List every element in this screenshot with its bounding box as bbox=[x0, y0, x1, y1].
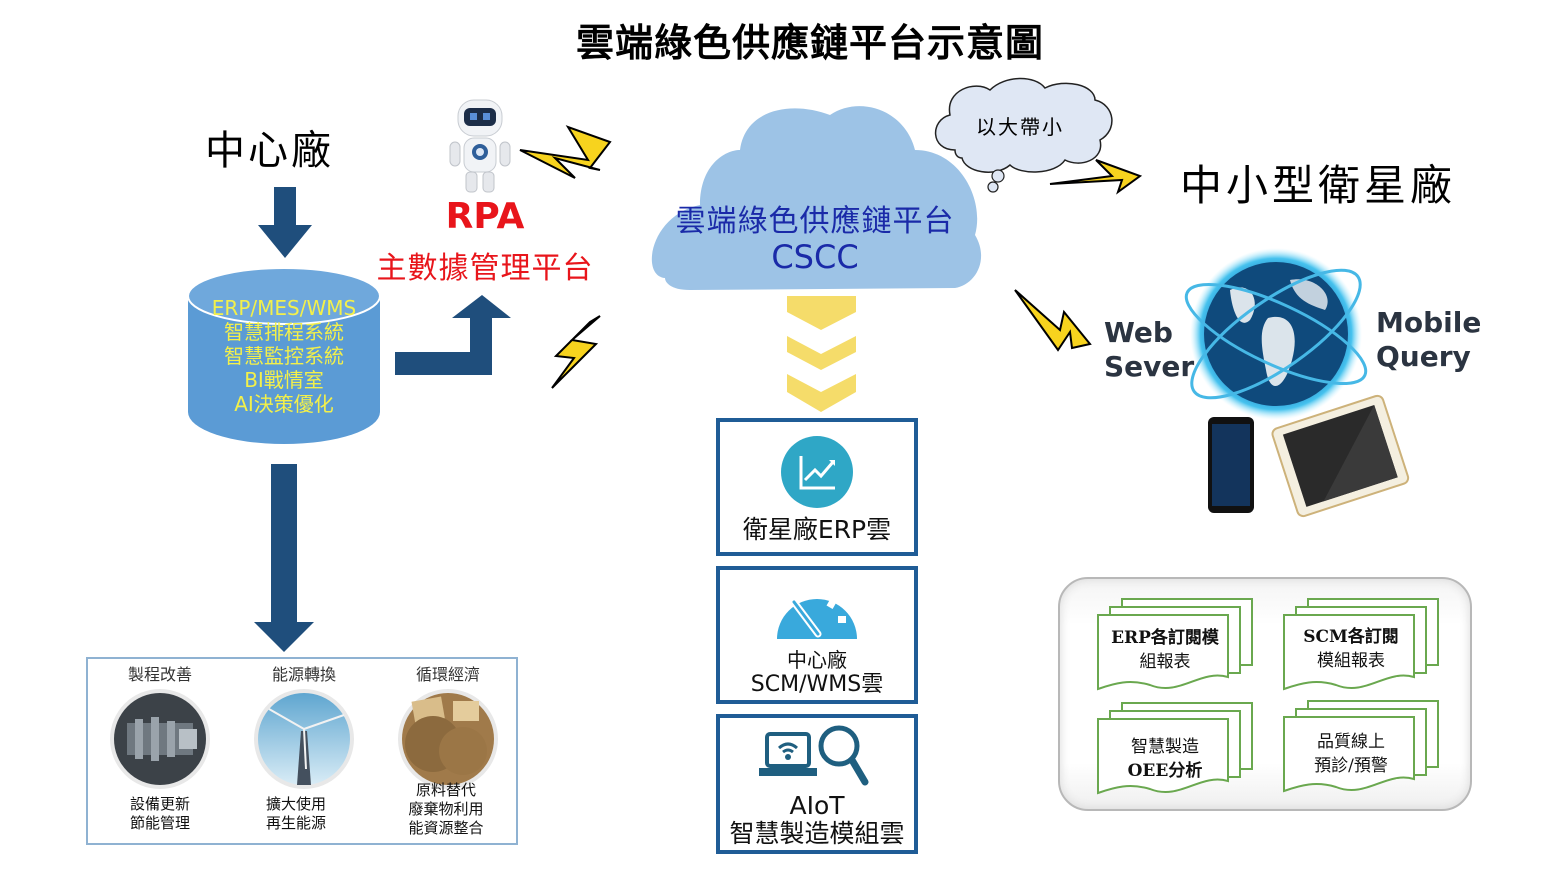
central-factory-label: 中心廠 bbox=[205, 128, 334, 174]
initiative-description: 擴大使用 再生能源 bbox=[224, 795, 368, 833]
database-line: 智慧監控系統 bbox=[224, 344, 344, 368]
robot-icon bbox=[449, 99, 511, 193]
arrow-down-icon bbox=[258, 187, 312, 258]
module-label: 智慧製造模組雲 bbox=[729, 819, 905, 848]
web-server-label: Web Sever bbox=[1104, 316, 1194, 384]
web-label-line: Sever bbox=[1104, 350, 1195, 383]
report-line: ERP各訂閱模 bbox=[1111, 628, 1219, 648]
report-line: 組報表 bbox=[1139, 652, 1191, 672]
mobile-label-line: Mobile bbox=[1376, 306, 1482, 339]
report-documents bbox=[1097, 598, 1439, 794]
module-label: SCM/WMS雲 bbox=[750, 672, 884, 697]
cloud-shape bbox=[651, 106, 982, 290]
satellite-factory-label: 中小型衛星廠 bbox=[1180, 161, 1457, 210]
report-erp: ERP各訂閱模 組報表 bbox=[1090, 626, 1240, 674]
report-line: SCM各訂閱 bbox=[1303, 627, 1399, 647]
rpa-title: RPA bbox=[445, 196, 525, 237]
thought-bubble bbox=[934, 77, 1113, 193]
description-line: 節能管理 bbox=[129, 814, 190, 832]
chevron-down-icon bbox=[787, 296, 856, 412]
lightning-icon bbox=[551, 315, 601, 389]
lightning-icon bbox=[1014, 289, 1092, 352]
database-line: BI戰情室 bbox=[244, 368, 324, 392]
cloud-platform-name: 雲端綠色供應鏈平台 bbox=[675, 204, 955, 239]
initiative-description: 設備更新 節能管理 bbox=[88, 795, 232, 833]
database-cylinder bbox=[187, 267, 381, 444]
thought-bubble-text: 以大帶小 bbox=[976, 115, 1064, 139]
initiative-heading: 循環經濟 bbox=[415, 665, 480, 684]
reports-panel: ERP各訂閱模 組報表 SCM各訂閱 模組報表 智慧製造 OEE分析 品質線上 … bbox=[1058, 577, 1472, 811]
cloud-platform-code: CSCC bbox=[771, 238, 859, 276]
initiative-energy-transition: 能源轉換 bbox=[232, 659, 376, 793]
arrow-down-long-icon bbox=[254, 464, 314, 652]
report-line: 模組報表 bbox=[1317, 651, 1385, 671]
database-systems-list: ERP/MES/WMS 智慧排程系統 智慧監控系統 BI戰情室 AI決策優化 bbox=[188, 296, 380, 416]
diagram-title: 雲端綠色供應鏈平台示意圖 bbox=[575, 21, 1044, 65]
report-line: 智慧製造 bbox=[1131, 737, 1199, 757]
module-label: AIoT bbox=[789, 791, 845, 820]
globe-icon bbox=[1184, 248, 1368, 420]
module-label: 衛星廠ERP雲 bbox=[742, 515, 892, 544]
module-label: 中心廠 bbox=[787, 648, 847, 672]
description-line: 再生能源 bbox=[265, 814, 326, 832]
module-central-scm-wms-cloud: 中心廠 SCM/WMS雲 bbox=[716, 566, 918, 704]
document-stack-icon bbox=[1097, 598, 1253, 691]
lightning-icon bbox=[1049, 159, 1143, 195]
gauge-icon bbox=[777, 598, 857, 639]
chart-trend-icon bbox=[781, 436, 853, 508]
wind-turbine-image bbox=[254, 689, 354, 789]
laptop-search-icon bbox=[759, 725, 869, 786]
initiative-heading: 製程改善 bbox=[127, 665, 192, 684]
turbine-image bbox=[110, 689, 210, 789]
module-satellite-erp-cloud: 衛星廠ERP雲 bbox=[716, 418, 918, 556]
description-line: 原料替代 bbox=[415, 781, 476, 799]
database-line: AI決策優化 bbox=[234, 392, 334, 416]
mobile-label-line: Query bbox=[1376, 340, 1471, 373]
report-line: OEE分析 bbox=[1127, 761, 1203, 781]
web-label-line: Web bbox=[1104, 316, 1173, 349]
initiative-circular-economy: 循環經濟 bbox=[376, 659, 520, 793]
description-line: 廢棄物利用 bbox=[408, 800, 484, 818]
initiative-heading: 能源轉換 bbox=[271, 665, 336, 684]
report-oee: 智慧製造 OEE分析 bbox=[1090, 735, 1240, 783]
tablet-icon bbox=[1271, 394, 1410, 518]
report-quality: 品質線上 預診/預警 bbox=[1276, 730, 1426, 778]
lightning-icon bbox=[519, 125, 612, 179]
rpa-subtitle: 主數據管理平台 bbox=[376, 251, 594, 286]
description-line: 擴大使用 bbox=[265, 795, 326, 813]
description-line: 設備更新 bbox=[129, 795, 190, 813]
report-line: 品質線上 bbox=[1317, 732, 1385, 752]
database-line: ERP/MES/WMS bbox=[211, 296, 357, 320]
green-initiatives-panel: 製程改善 能源轉換 循環經濟 bbox=[86, 657, 518, 845]
module-aiot-smart-manufacturing-cloud: AIoT 智慧製造模組雲 bbox=[716, 714, 918, 854]
report-scm: SCM各訂閱 模組報表 bbox=[1276, 625, 1426, 673]
arrow-bend-up-icon bbox=[395, 295, 511, 375]
wood-pellets-image bbox=[398, 689, 498, 789]
mobile-query-label: Mobile Query bbox=[1376, 306, 1481, 374]
description-line: 能資源整合 bbox=[408, 819, 484, 837]
smartphone-icon bbox=[1208, 417, 1254, 513]
initiative-process-improvement: 製程改善 bbox=[88, 659, 232, 793]
database-line: 智慧排程系統 bbox=[224, 320, 344, 344]
report-line: 預診/預警 bbox=[1314, 756, 1388, 776]
initiative-description: 原料替代 廢棄物利用 能資源整合 bbox=[374, 781, 518, 838]
